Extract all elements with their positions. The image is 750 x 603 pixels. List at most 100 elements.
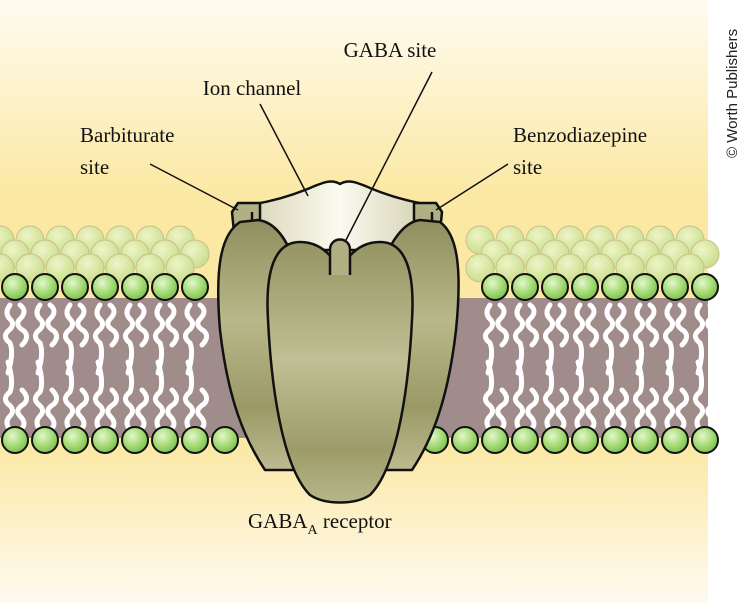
lipid-tail — [75, 302, 90, 348]
lipid-head-bottom — [61, 426, 89, 454]
ion-channel-label: Ion channel — [203, 76, 302, 100]
lipid-tail — [645, 302, 660, 348]
lipid-tail — [542, 302, 556, 376]
lipid-tail — [555, 387, 570, 433]
lipid-tail — [542, 359, 556, 433]
lipid-head-back — [165, 253, 195, 283]
lipid-tail — [62, 302, 76, 376]
lipid-head-back — [45, 253, 75, 283]
gaba-site-leader — [345, 71, 433, 241]
lipid-tail — [572, 359, 586, 433]
lipid-head-back — [615, 253, 645, 283]
lipid-tail — [135, 302, 150, 348]
lipid-head-bottom — [121, 426, 149, 454]
lipid-head-bottom — [211, 426, 239, 454]
lipid-tail — [585, 387, 600, 433]
lipid-tail — [15, 302, 30, 348]
lipid-head-top — [631, 273, 659, 301]
ion-channel-top — [242, 180, 438, 252]
lipid-head-back — [495, 253, 525, 283]
lipid-tail — [705, 302, 720, 348]
lipid-head-top — [571, 273, 599, 301]
leader-lines — [149, 71, 509, 241]
lipid-tail — [572, 302, 586, 376]
lipid-tail — [45, 302, 60, 348]
lipid-tail — [45, 387, 60, 433]
lipid-tail — [122, 302, 136, 376]
lipid-tail — [525, 387, 540, 433]
lipid-head-top — [61, 273, 89, 301]
lipid-head-bottom — [661, 426, 689, 454]
lipid-head-back — [75, 253, 105, 283]
lipid-head-bottom — [91, 426, 119, 454]
lipid-tail — [495, 302, 510, 348]
lipid-tail — [92, 359, 106, 433]
receptor-label-subscript: A — [308, 523, 319, 538]
lipid-head-bottom — [511, 426, 539, 454]
lipid-tail — [135, 387, 150, 433]
lipid-head-bottom — [601, 426, 629, 454]
lipid-tail — [692, 302, 706, 376]
lipid-tail — [675, 387, 690, 433]
lipid-tail — [632, 302, 646, 376]
lipid-tail — [165, 387, 180, 433]
lipid-tails — [2, 302, 720, 433]
lipid-head-back — [105, 253, 135, 283]
benzodiazepine-label-line1: Benzodiazepine — [513, 123, 647, 147]
lipid-head-bottom — [571, 426, 599, 454]
barbiturate-label-line2: site — [80, 155, 109, 179]
benzodiazepine-label-line2: site — [513, 155, 542, 179]
lipid-tail — [662, 302, 676, 376]
lipid-tail — [512, 302, 526, 376]
lipid-head-bottom — [691, 426, 719, 454]
lipid-head-back — [645, 253, 675, 283]
lipid-tail — [92, 302, 106, 376]
lipid-head-back — [675, 253, 705, 283]
lipid-head-top — [1, 273, 29, 301]
lipid-tail — [692, 359, 706, 433]
copyright-credit: © Worth Publishers — [724, 29, 741, 158]
receptor-label-main: GABA — [248, 509, 308, 533]
gaba-site-knob — [328, 238, 352, 275]
receptor-label: GABAA receptor — [248, 509, 392, 538]
lipid-tail — [32, 302, 46, 376]
lipid-head-bottom — [181, 426, 209, 454]
benzodiazepine-leader — [435, 163, 509, 211]
gaba-a-receptor — [216, 180, 460, 504]
lipid-tail — [75, 387, 90, 433]
lipid-tail — [662, 359, 676, 433]
lipid-tail — [632, 359, 646, 433]
lipid-tail — [482, 302, 496, 376]
receptor-subunit-front — [266, 240, 414, 504]
lipid-head-top — [511, 273, 539, 301]
membrane-heads — [1, 273, 719, 454]
lipid-head-back — [15, 253, 45, 283]
lipid-tail — [602, 359, 616, 433]
lipid-tail — [122, 359, 136, 433]
lipid-tail — [675, 302, 690, 348]
lipid-tail — [615, 387, 630, 433]
barbiturate-leader — [149, 163, 239, 211]
lipid-tail — [2, 302, 16, 376]
lipid-head-top — [151, 273, 179, 301]
lipid-tail — [105, 302, 120, 348]
lipid-head-bottom — [541, 426, 569, 454]
lipid-tail — [495, 387, 510, 433]
receptor-label-suffix: receptor — [318, 509, 392, 533]
lipid-head-top — [691, 273, 719, 301]
lipid-head-top — [31, 273, 59, 301]
lipid-tail — [15, 387, 30, 433]
lipid-head-back — [135, 253, 165, 283]
gaba-site-label: GABA site — [344, 38, 437, 62]
lipid-tail — [195, 302, 210, 348]
ion-channel-leader — [259, 103, 309, 197]
lipid-tail — [555, 302, 570, 348]
lipid-tail — [615, 302, 630, 348]
lipid-head-top — [181, 273, 209, 301]
barbiturate-label-line1: Barbiturate — [80, 123, 174, 147]
lipid-tail — [32, 359, 46, 433]
lipid-head-top — [91, 273, 119, 301]
credit-strip — [708, 0, 750, 603]
lipid-head-bottom — [451, 426, 479, 454]
